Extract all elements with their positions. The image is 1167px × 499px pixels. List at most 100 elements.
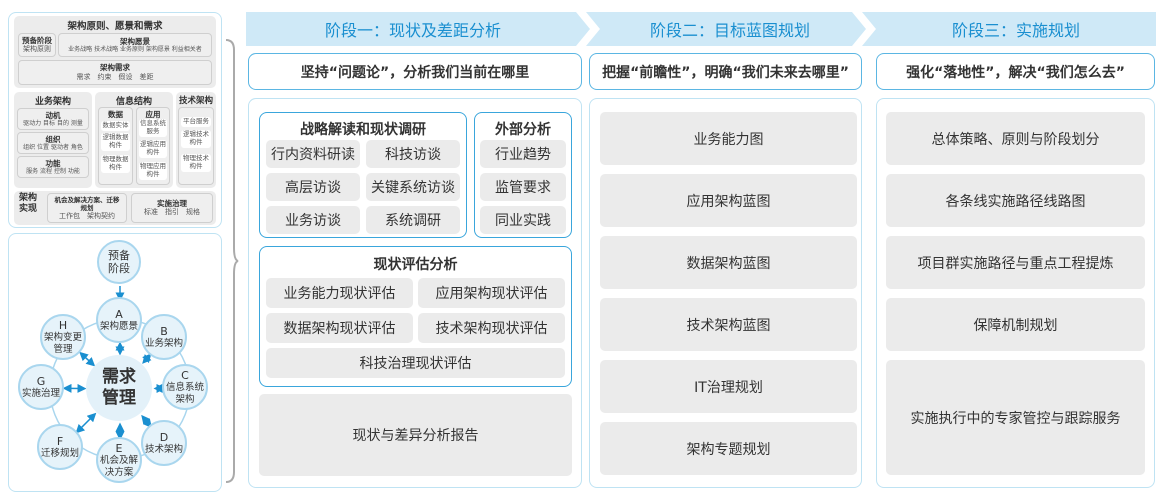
- stage-chevrons: [246, 12, 1156, 46]
- stage-1-header: 阶段一：现状及差距分析: [324, 21, 501, 40]
- togaf-content-panel: 架构原则、愿景和需求 预备阶段架构原则 架构愿景业务战略 技术战略 业务原则 架…: [8, 12, 222, 228]
- stage-3-subtitle: 强化“落地性”，解决“我们怎么去”: [876, 53, 1155, 90]
- center-node-demand-mgmt: 需求管理: [86, 355, 152, 421]
- tech-item: 平台服务: [181, 117, 211, 127]
- biz-title: 业务架构: [34, 97, 71, 107]
- stage-2-item: 业务能力图: [600, 112, 857, 165]
- prep-box: 预备阶段架构原则: [18, 33, 56, 57]
- strategy-item: 科技访谈: [366, 140, 460, 168]
- app-title: 应用: [145, 110, 161, 119]
- node-label: 架构变更管理: [44, 332, 83, 355]
- tech-item: 逻辑技术构件: [181, 130, 211, 148]
- node-label: 信息系统架构: [166, 382, 205, 405]
- stage-2-item: 应用架构蓝图: [600, 174, 857, 227]
- data-item: 数据实体: [101, 121, 130, 131]
- opp-box: 机会及解决方案、迁移规划工作包 架构契约: [47, 193, 127, 223]
- prep-text: 架构原则: [23, 45, 51, 54]
- strategy-item: 行内资料研读: [266, 140, 360, 168]
- stage-3-header: 阶段三：实施规划: [951, 21, 1080, 40]
- node-letter: E: [115, 442, 123, 456]
- strategy-item: 关键系统访谈: [366, 173, 460, 201]
- biz-item: 功能服务 流程 控制 功能: [17, 156, 89, 178]
- assessment-item: 业务能力现状评估: [266, 278, 413, 308]
- node-letter: H: [58, 319, 68, 333]
- node-letter: G: [36, 374, 46, 388]
- stage-2-subtitle: 把握“前瞻性”，明确“我们未来去哪里”: [589, 53, 862, 90]
- stage-3-item: 各条线实施路径线路图: [886, 174, 1145, 227]
- data-item: 物理数据构件: [101, 155, 130, 173]
- node-letter: D: [159, 430, 169, 444]
- node-label: 架构愿景: [100, 320, 139, 332]
- node-prep: 预备阶段: [97, 240, 141, 284]
- assessment-title: 现状评估分析: [373, 257, 458, 273]
- biz-item-text: 服务 流程 控制 功能: [26, 167, 80, 175]
- assessment-item: 技术架构现状评估: [418, 313, 565, 343]
- gov-text: 标准 指引 规格: [144, 208, 200, 217]
- app-item: 逻辑应用构件: [139, 140, 167, 158]
- node-letter: A: [115, 307, 123, 321]
- strategy-item: 高层访谈: [266, 173, 360, 201]
- strategy-title: 战略解读和现状调研: [300, 122, 426, 138]
- data-title: 数据: [108, 110, 123, 119]
- vision-box: 架构愿景业务战略 技术战略 业务原则 架构愿景 利益相关者: [58, 33, 212, 57]
- report-item: 现状与差异分析报告: [259, 394, 572, 476]
- external-item: 行业趋势: [480, 140, 566, 168]
- app-item: 信息系统服务: [139, 119, 167, 137]
- stage-2-item: 数据架构蓝图: [600, 236, 857, 289]
- biz-item: 组织组织 位置 驱动者 角色: [17, 132, 89, 154]
- biz-item-title: 动机: [45, 110, 61, 120]
- assessment-item: 应用架构现状评估: [418, 278, 565, 308]
- stage-2-item: 技术架构蓝图: [600, 298, 857, 351]
- node-label: 技术架构: [145, 443, 184, 455]
- app-item: 物理应用构件: [139, 162, 167, 180]
- impl-title: 架构实现: [19, 193, 38, 214]
- stage-3-item: 保障机制规划: [886, 298, 1145, 351]
- opp-title: 机会及解决方案、迁移规划: [54, 195, 120, 212]
- stage-2-item: 架构专题规划: [600, 422, 857, 475]
- node-letter: B: [160, 324, 168, 338]
- req-text: 需求 约束 假设 差距: [76, 72, 154, 81]
- gov-box: 实施治理标准 指引 规格: [131, 193, 213, 223]
- req-box: 架构需求需求 约束 假设 差距: [18, 60, 212, 85]
- node-label: 机会及解决方案: [100, 455, 139, 478]
- opp-text: 工作包 架构契约: [59, 211, 115, 220]
- stage-3-item: 项目群实施路径与重点工程提炼: [886, 236, 1145, 289]
- stage-2-header: 阶段二：目标蓝图规划: [649, 21, 810, 40]
- assessment-item: 科技治理现状评估: [266, 348, 565, 378]
- vision-title: 架构愿景: [120, 36, 150, 46]
- external-title: 外部分析: [495, 122, 551, 138]
- external-item: 监管要求: [480, 173, 566, 201]
- assessment-item: 数据架构现状评估: [266, 313, 413, 343]
- stage-2-item: IT治理规划: [600, 360, 857, 413]
- biz-item-text: 组织 位置 驱动者 角色: [23, 143, 83, 151]
- tech-title: 技术架构: [178, 96, 213, 106]
- prep-title: 预备阶段: [22, 35, 52, 45]
- biz-item-text: 驱动力 目标 目的 测量: [23, 119, 83, 127]
- stage-3-item: 实施执行中的专家管控与跟踪服务: [886, 360, 1145, 475]
- node-label: 实施治理: [22, 387, 61, 399]
- node-label: 迁移规划: [41, 447, 80, 459]
- biz-item-title: 功能: [45, 158, 61, 168]
- biz-item: 动机驱动力 目标 目的 测量: [17, 108, 89, 130]
- external-item: 同业实践: [480, 206, 566, 234]
- principles-title: 架构原则、愿景和需求: [67, 21, 163, 32]
- strategy-item: 业务访谈: [266, 206, 360, 234]
- vision-text: 业务战略 技术战略 业务原则 架构愿景 利益相关者: [68, 45, 202, 53]
- bracket-icon: [225, 39, 239, 483]
- info-title: 信息结构: [115, 97, 152, 107]
- node-letter: C: [181, 369, 189, 383]
- stage-3-item: 总体策略、原则与阶段划分: [886, 112, 1145, 165]
- node-letter: F: [56, 434, 64, 448]
- gov-title: 实施治理: [157, 198, 187, 208]
- biz-item-title: 组织: [45, 134, 61, 144]
- data-item: 逻辑数据构件: [101, 133, 130, 151]
- strategy-item: 系统调研: [366, 206, 460, 234]
